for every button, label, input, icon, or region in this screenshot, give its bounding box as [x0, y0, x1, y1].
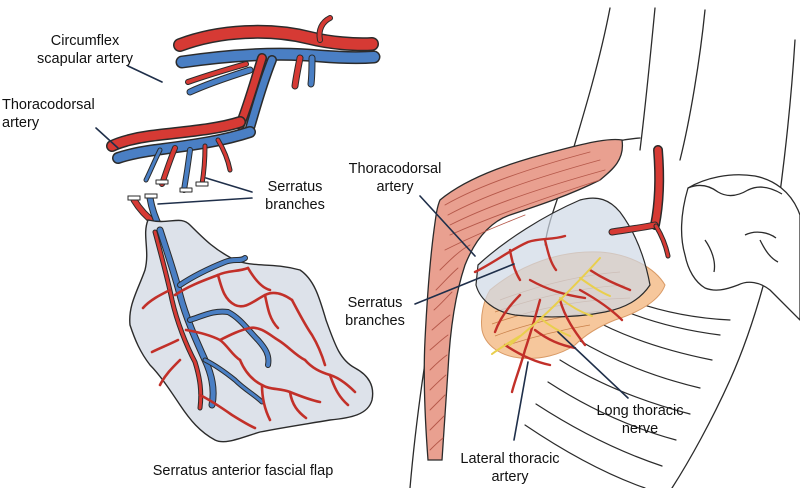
label-thoracodorsal-artery-right: Thoracodorsal artery [348, 161, 442, 195]
leader-lateral-thoracic [513, 361, 529, 441]
leader-serratus-left-a [205, 177, 253, 193]
head-outline [680, 174, 800, 321]
leader-serratus-left-b [157, 197, 253, 205]
vascular-pedicle [106, 15, 381, 193]
fascia-overlay [475, 197, 651, 318]
flap-vessels [152, 226, 272, 411]
label-serratus-branches-right: Serratus branches [345, 295, 405, 329]
leader-long-thoracic [557, 331, 629, 399]
latissimus-muscle [423, 138, 624, 461]
flap-arterial-network [141, 266, 357, 430]
long-thoracic-nerve [491, 257, 611, 355]
label-circumflex-scapular-artery: Circumflex scapular artery [37, 33, 133, 67]
muscle-fibers [429, 151, 606, 451]
leader-thoracodorsal-right [419, 195, 476, 257]
label-lateral-thoracic-artery: Lateral thoracic artery [460, 451, 560, 485]
label-long-thoracic-nerve: Long thoracic nerve [596, 403, 684, 437]
rib-cage [524, 291, 731, 488]
flap-caption: Serratus anterior fascial flap [152, 463, 334, 479]
leader-lines [95, 65, 629, 441]
right-arterial-network [473, 234, 632, 394]
right-arteries [608, 145, 671, 259]
leader-serratus-right [414, 263, 515, 305]
label-serratus-branches-left: Serratus branches [265, 179, 325, 213]
label-thoracodorsal-artery-left: Thoracodorsal artery [2, 97, 95, 131]
leader-thoracodorsal-left [95, 127, 119, 149]
leader-circumflex [127, 65, 163, 83]
